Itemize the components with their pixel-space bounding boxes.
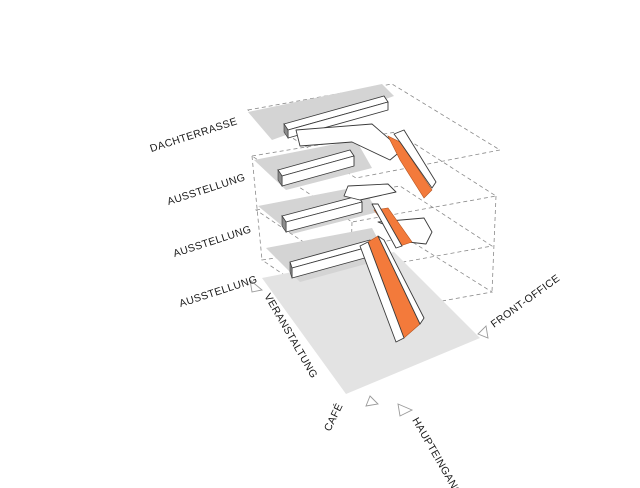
label-ausstellung-upper: AUSSTELLUNG [166,171,247,208]
staircase-group [359,129,437,343]
cafe-arrow-icon [365,395,379,407]
label-front-office: FRONT-OFFICE [489,272,563,330]
label-haupteingang: HAUPTEINGANG [409,416,464,488]
stair-flight-upper [387,135,433,199]
roof-wall-end [283,123,289,139]
level-2-wall-end [281,215,287,233]
ground-floor [262,252,480,394]
stair-rail-lower-right [377,235,425,325]
label-cafe: CAFÉ [321,401,346,433]
level-1-floor [266,228,388,282]
level-1-wall-end [289,261,293,279]
roof-floor [248,84,403,161]
level-2-floor [258,186,433,245]
ground-floor-slab [262,252,480,394]
haupteingang-arrow-icon [397,403,414,417]
veranstaltung-arrow-icon [249,278,264,293]
entrance-arrows [249,278,489,417]
level-3-bridge [343,183,397,201]
level-3-wall-end [277,169,283,187]
stair-rail-lower-left [359,241,405,343]
level-3-floor [254,140,397,201]
label-ausstellung-middle: AUSSTELLUNG [172,223,253,260]
level-2-outline [254,185,494,273]
label-dachterrasse: DACHTERRASSE [149,115,239,155]
front-office-arrow-icon [477,325,489,339]
stair-rail-middle [371,203,403,249]
roof-parapet [295,123,403,161]
label-ausstellung-lower: AUSSTELLUNG [178,273,259,310]
vertical-guide-left [251,155,263,261]
stair-rail-upper [393,129,437,189]
vertical-guide-right [491,195,497,293]
